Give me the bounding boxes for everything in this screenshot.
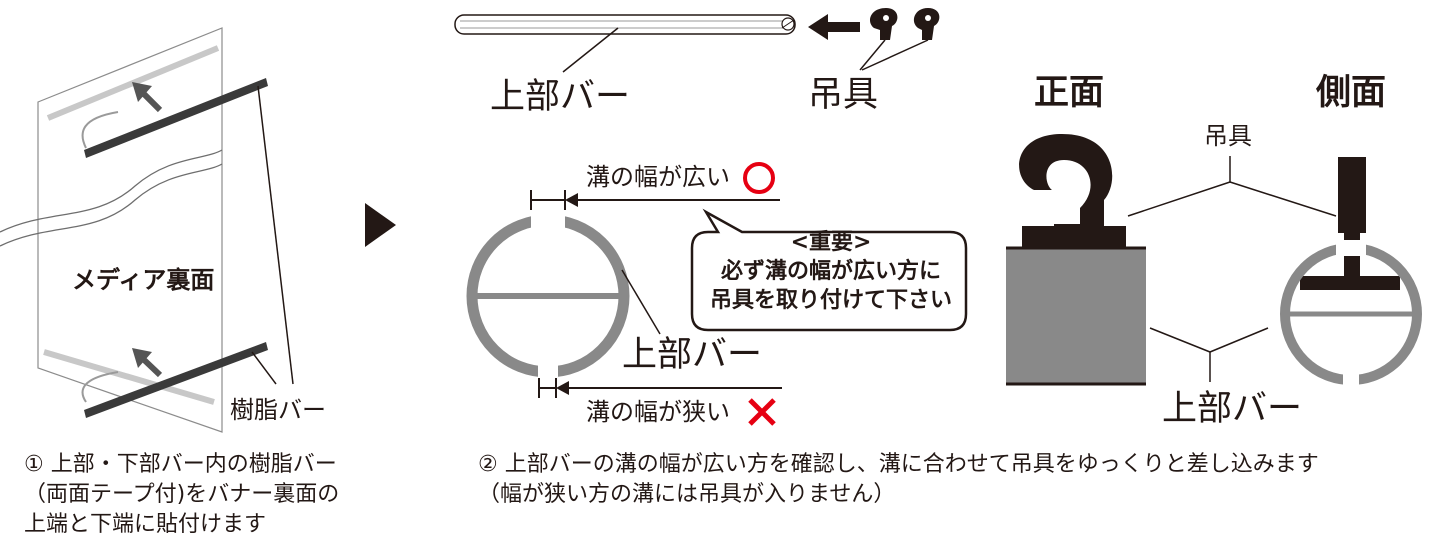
circle-ok-icon bbox=[743, 162, 775, 194]
play-triangle-icon bbox=[365, 203, 396, 247]
media-back-label: メディア裏面 bbox=[72, 266, 215, 294]
side-view bbox=[1280, 157, 1422, 392]
step1-line3: 上端と下端に貼付けます bbox=[24, 512, 267, 537]
leaders bbox=[1127, 156, 1337, 382]
front-view bbox=[1006, 134, 1146, 386]
callout-bubble bbox=[690, 208, 968, 332]
step1-line2: （両面テープ付)をバナー裏面の bbox=[24, 482, 340, 507]
wide-groove-label: 溝の幅が広い bbox=[586, 163, 730, 191]
section-bar-label: 上部バー bbox=[622, 335, 763, 375]
top-bar-label: 上部バー bbox=[490, 77, 631, 117]
step2-line2: （幅が狭い方の溝には吊具が入りません） bbox=[478, 482, 896, 507]
front-label: 正面 bbox=[1034, 73, 1105, 113]
step1-line1: ① 上部・下部バー内の樹脂バー bbox=[24, 452, 337, 477]
top-bar-illustration bbox=[454, 8, 940, 73]
banner-illustration bbox=[0, 27, 294, 433]
callout-title: <重要> bbox=[790, 230, 872, 255]
bar-cross-section bbox=[466, 190, 782, 398]
step2-text: ② 上部バーの溝の幅が広い方を確認し、溝に合わせて吊具をゆっくりと差し込みます … bbox=[478, 450, 1319, 510]
cross-ng-icon bbox=[748, 398, 776, 426]
step1-text: ① 上部・下部バー内の樹脂バー （両面テープ付)をバナー裏面の 上端と下端に貼付… bbox=[24, 450, 339, 540]
resin-bar-label: 樹脂バー bbox=[230, 396, 326, 424]
callout-line1: 必ず溝の幅が広い方に bbox=[720, 259, 941, 284]
hanger-label: 吊具 bbox=[808, 75, 879, 115]
hanger-label-2: 吊具 bbox=[1204, 122, 1252, 150]
callout-line2: 吊具を取り付けて下さい bbox=[709, 288, 952, 313]
arrow-left-icon bbox=[808, 14, 860, 40]
side-label: 側面 bbox=[1316, 73, 1387, 113]
callout-text: <重要> 必ず溝の幅が広い方に 吊具を取り付けて下さい bbox=[700, 228, 962, 315]
narrow-groove-label: 溝の幅が狭い bbox=[586, 398, 730, 426]
step2-line1: ② 上部バーの溝の幅が広い方を確認し、溝に合わせて吊具をゆっくりと差し込みます bbox=[478, 452, 1319, 477]
bar-label-3: 上部バー bbox=[1162, 389, 1303, 429]
